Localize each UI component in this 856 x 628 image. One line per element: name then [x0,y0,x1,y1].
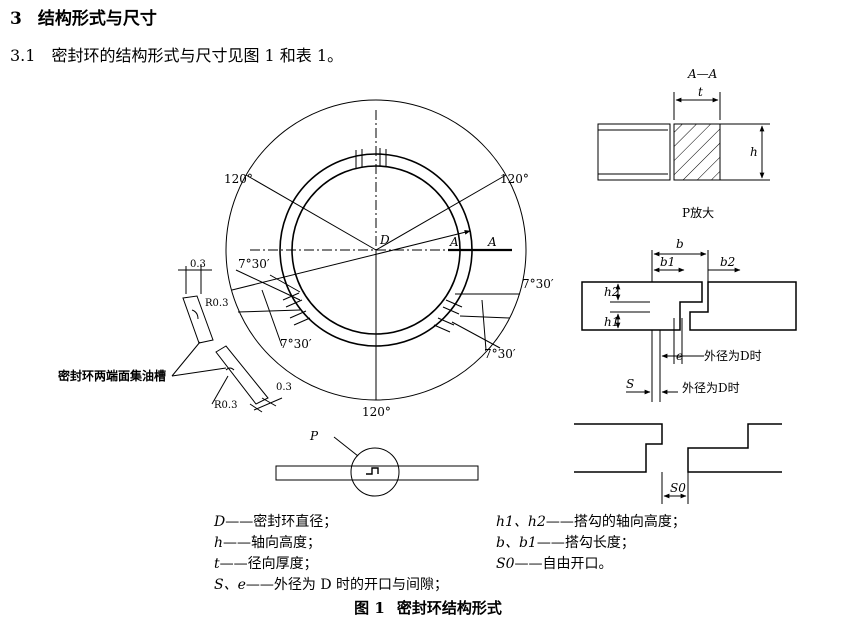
dim-e: e [676,349,683,363]
label-A-inner: A [449,235,459,249]
legend-item-h: h——轴向高度； [214,535,322,551]
dim-0-3-lower: 0.3 [276,382,292,393]
angle-7-30-left-top: 7°30′ [238,257,270,271]
figure-caption: 图 1 密封环结构形式 [0,597,856,618]
groove-note-label: 密封环两端面集油槽 [58,368,166,383]
dim-h1: h1 [604,315,619,329]
section-aa-title: A—A [687,67,718,81]
dim-b2: b2 [720,255,735,269]
p-enlarged-label: P放大 [682,205,714,220]
angle-7-30-right-bottom: 7°30′ [484,347,516,361]
subsection-heading: 3.1 密封环的结构形式与尺寸见图 1 和表 1。 [10,42,343,66]
dim-t: t [698,85,703,99]
figure-title: 密封环结构形式 [396,599,502,617]
dim-S: S [626,377,634,391]
dim-b1: b1 [660,255,675,269]
section-number: 3 [10,9,22,29]
legend-item-h1-h2: h1、h2——搭勾的轴向高度； [496,514,686,530]
legend-item-t: t——径向厚度； [214,556,318,572]
radius-0-3-upper: R0.3 [205,298,228,309]
angle-label-top-right: 120° [500,172,529,186]
outer-D-note-S: 外径为D时 [682,381,740,395]
outer-D-note-e: 外径为D时 [704,349,762,363]
section-title: 结构形式与尺寸 [37,9,157,29]
side-view [275,436,479,497]
ring-view [225,99,527,401]
label-P: P [309,429,319,443]
section-aa [597,92,770,181]
section-heading: 3 结构形式与尺寸 [10,4,157,29]
label-D: D [379,233,390,247]
angle-7-30-left-bottom: 7°30′ [280,337,312,351]
dim-b: b [676,237,684,251]
free-opening-detail [574,423,782,504]
subsection-text: 密封环的结构形式与尺寸见图 1 和表 1。 [51,46,344,65]
groove-detail-upper [178,264,214,344]
figure-number: 图 1 [354,599,385,617]
angle-7-30-right-top: 7°30′ [522,277,554,291]
dim-S0: S0 [670,481,686,495]
label-A-outer: A [487,235,497,249]
legend-item-b-b1: b、b1——搭勾长度； [496,535,635,551]
subsection-number: 3.1 [10,46,36,65]
radius-0-3-lower: R0.3 [214,400,237,411]
dim-h: h [750,145,758,159]
legend-item-S-e: S、e——外径为 D 时的开口与间隙； [214,577,449,593]
angle-label-bottom: 120° [362,405,391,419]
groove-detail-lower [211,345,283,413]
dim-h2: h2 [604,285,619,299]
groove-note-leader [171,341,227,377]
p-enlarged-detail [581,250,797,402]
dim-0-3-upper: 0.3 [190,259,206,270]
angle-label-top-left: 120° [224,172,253,186]
legend-item-D: D——密封环直径； [214,514,338,530]
legend-item-S0: S0——自由开口。 [496,556,613,572]
